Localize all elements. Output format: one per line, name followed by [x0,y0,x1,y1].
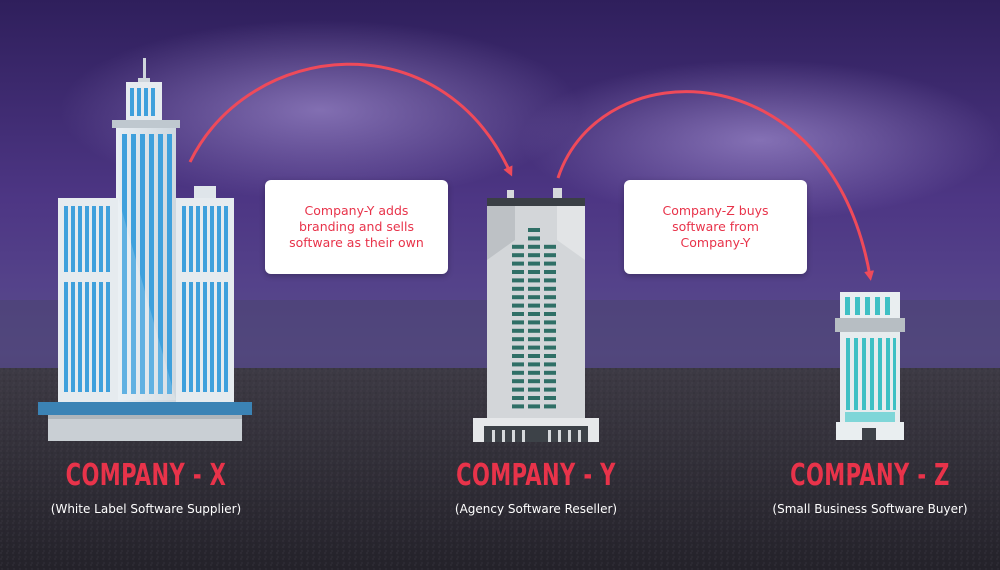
window [544,337,556,342]
window [512,370,524,375]
window [512,320,524,325]
window [544,387,556,392]
company-z-subtitle: (Small Business Software Buyer) [772,502,968,516]
window [544,354,556,358]
callout-company-z-buys: Company-Z buys software from Company-Y [624,180,807,274]
window [528,278,540,283]
window [544,370,556,375]
window [512,303,524,308]
callout-text: Company-Y adds branding and sells softwa… [289,203,424,250]
window [528,354,540,358]
window [528,295,540,300]
window [528,379,540,384]
window [528,396,540,400]
company-x-subtitle: (White Label Software Supplier) [50,502,242,516]
window [544,295,556,300]
window [512,286,524,291]
window [544,312,556,316]
window [512,244,524,249]
arrow-y-to-z [556,90,875,281]
window [512,253,524,258]
window [512,337,524,342]
company-z-building [835,292,905,440]
window [544,303,556,308]
window [512,404,524,409]
window [528,320,540,325]
window [528,345,540,350]
window [544,345,556,350]
window [512,328,524,333]
window [528,337,540,342]
window [512,345,524,350]
window [512,312,524,316]
callout-company-y-adds-branding: Company-Y adds branding and sells softwa… [265,180,448,274]
window [512,270,524,274]
company-x-building [38,58,252,441]
company-y-building [473,188,599,442]
window [528,261,540,266]
window [544,286,556,291]
stadium-light-glow [60,20,580,200]
window [512,295,524,300]
window [544,396,556,400]
window [528,362,540,367]
window [528,328,540,333]
company-z-title: COMPANY - Z [790,458,950,493]
window [512,362,524,367]
window [544,244,556,249]
company-y-subtitle: (Agency Software Reseller) [454,502,618,516]
window [544,328,556,333]
arrow-x-to-y [188,62,513,177]
window [544,261,556,266]
window [528,387,540,392]
window [528,253,540,258]
company-y-title: COMPANY - Y [456,458,616,493]
callout-text: Company-Z buys software from Company-Y [662,203,769,250]
window [544,404,556,409]
window [544,320,556,325]
window [528,404,540,409]
window [512,379,524,384]
window [512,396,524,400]
window [528,312,540,316]
window [544,270,556,274]
window [512,354,524,358]
window [528,286,540,291]
window [528,236,540,241]
window [528,303,540,308]
window [528,228,540,232]
window [512,278,524,283]
window [528,244,540,249]
window [544,278,556,283]
window [544,253,556,258]
window [512,387,524,392]
window [528,370,540,375]
company-y-windows [512,228,556,409]
company-x-title: COMPANY - X [65,458,227,493]
window [544,379,556,384]
window [512,261,524,266]
window [528,270,540,274]
window [544,362,556,367]
